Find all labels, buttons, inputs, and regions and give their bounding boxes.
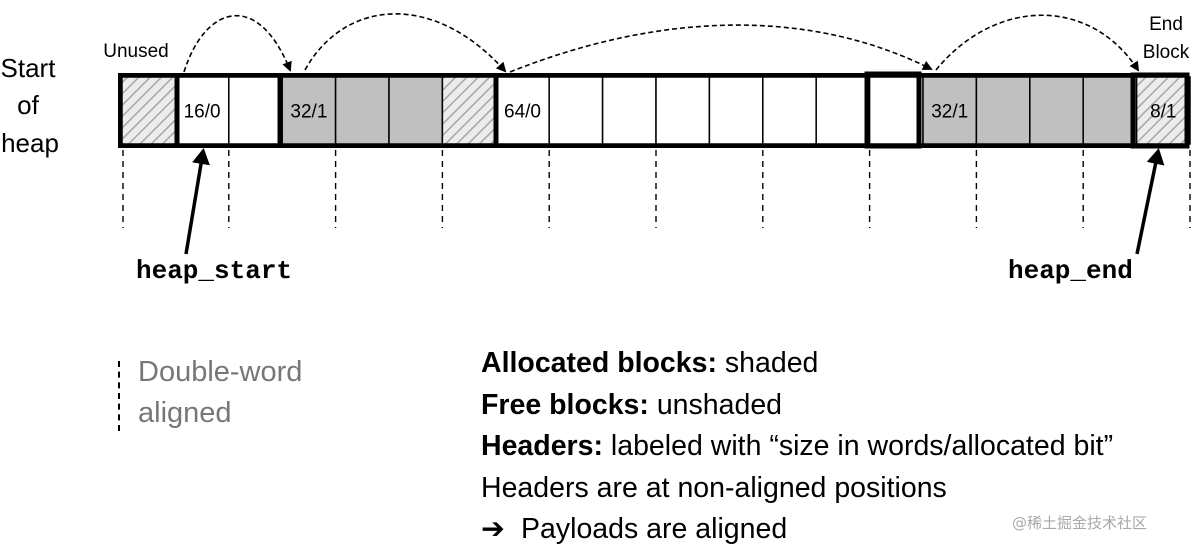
alignment-ticks <box>122 150 1191 228</box>
unused-label: Unused <box>103 41 169 62</box>
heap-end-label: heap_end <box>1008 256 1133 286</box>
aligned-legend: Double-word aligned <box>138 352 398 434</box>
heap-cell-free <box>815 76 871 145</box>
note-nonaligned: Headers are at non-aligned positions <box>481 471 947 504</box>
header-label: 8/1 <box>1150 102 1176 123</box>
watermark: @稀土掘金技术社区 <box>1012 514 1148 532</box>
start-of-heap-label-1: Start <box>1 53 57 83</box>
heap-cell-unused <box>121 76 177 145</box>
aligned-legend-tick <box>118 361 120 431</box>
heap-cell-alloc <box>1029 76 1084 145</box>
heap-cell-free <box>601 76 657 145</box>
heap-cell-free <box>655 76 711 145</box>
heap-cell-hatched <box>441 76 497 145</box>
start-of-heap-label-2: of <box>17 90 39 120</box>
aligned-legend-line1: Double-word <box>138 356 303 388</box>
end-block-label-1: End <box>1149 14 1183 35</box>
note-payloads: ➔Payloads are aligned <box>481 509 1191 551</box>
heap-cell-alloc <box>388 76 444 145</box>
heap-start-label: heap_start <box>136 256 292 286</box>
link-arrow <box>935 14 1140 72</box>
header-label: 64/0 <box>504 102 541 123</box>
right-arrow-icon: ➔ <box>481 513 505 545</box>
last-free-cell-outline <box>864 71 922 149</box>
heap-cells: 16/0 32/1 64/0 32/1 8/1 <box>121 76 1191 145</box>
header-label: 32/1 <box>290 102 327 123</box>
notes-list: Allocated blocks: shaded Free blocks: un… <box>481 343 1191 551</box>
heap-end-pointer <box>1135 148 1165 255</box>
heap-cell-alloc <box>975 76 1031 145</box>
heap-cell-free <box>762 76 817 145</box>
heap-cell-free <box>708 76 764 145</box>
heap-cell-free <box>548 76 604 145</box>
heap-cell-free <box>868 76 924 145</box>
end-block-label-2: Block <box>1143 42 1190 63</box>
heap-cell-free <box>228 76 283 145</box>
heap-cell-end <box>1135 76 1191 145</box>
heap-cell-alloc <box>1082 76 1138 145</box>
start-of-heap-label-3: heap <box>1 128 59 158</box>
link-arrow <box>509 24 933 73</box>
note-headers: Headers: labeled with “size in words/all… <box>481 430 1114 462</box>
heap-cell-header-alloc <box>922 76 978 145</box>
note-free: Free blocks: unshaded <box>481 388 783 421</box>
heap-cell-alloc <box>334 76 390 145</box>
link-arrow <box>304 13 507 73</box>
header-label: 16/0 <box>184 102 221 123</box>
end-cell-outline <box>1130 72 1190 149</box>
link-arrow <box>183 14 292 73</box>
note-allocated: Allocated blocks: shaded <box>481 347 819 379</box>
header-label: 32/1 <box>931 102 968 123</box>
heap-start-pointer <box>184 148 210 255</box>
aligned-legend-line2: aligned <box>138 397 232 429</box>
